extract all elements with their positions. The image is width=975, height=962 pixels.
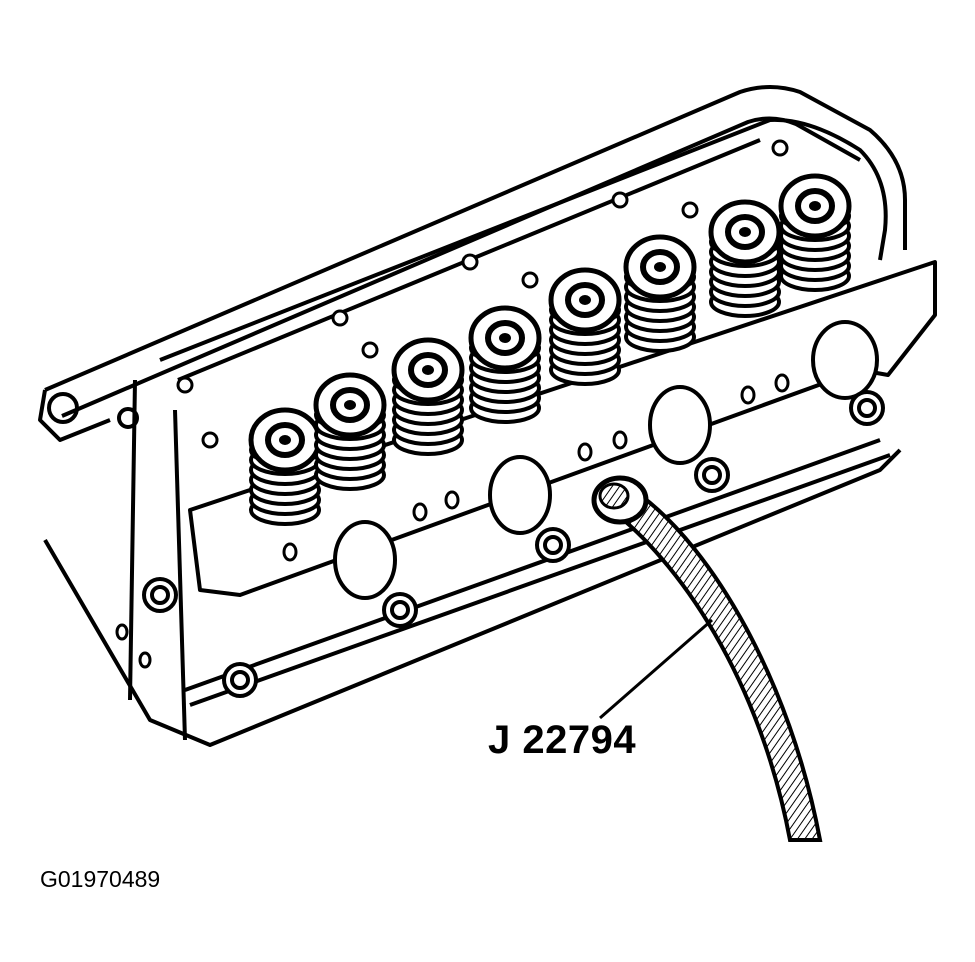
figure-id-label: G01970489 — [40, 866, 161, 892]
air-hose-tool — [591, 475, 823, 842]
head-bolts — [142, 390, 885, 698]
callout-leader — [599, 618, 713, 720]
plate-holes — [115, 373, 790, 669]
exhaust-ports — [333, 320, 879, 600]
rail-holes — [176, 139, 789, 449]
tool-callout-label: J 22794 — [488, 718, 637, 762]
